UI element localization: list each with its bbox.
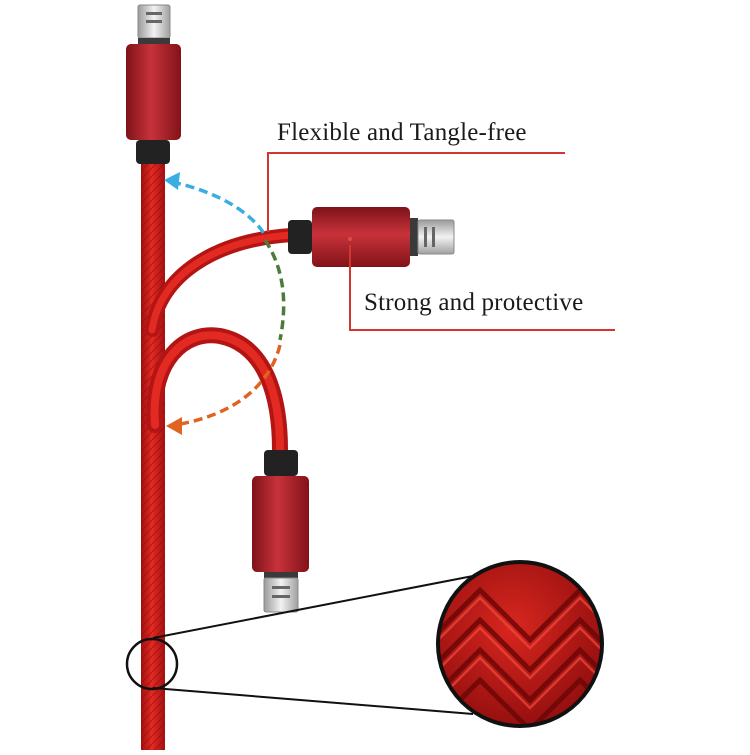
bend-arrow-blue (164, 172, 267, 236)
micro-usb-plug-right (288, 207, 455, 267)
callout-label-flexible: Flexible and Tangle-free (277, 119, 527, 146)
branch-cable-upper (145, 228, 299, 337)
bend-arrow-orange (166, 344, 282, 435)
callout-label-strong: Strong and protective (364, 289, 584, 316)
callout-line-strong (349, 245, 615, 331)
micro-usb-plug-bottom (252, 450, 309, 613)
bend-arrow-green (263, 239, 286, 341)
magnifier-circle (125, 560, 604, 728)
callout-line-flexible (267, 152, 565, 232)
micro-usb-plug-top (126, 4, 181, 164)
branch-cable-lower (146, 327, 288, 458)
main-cable (141, 160, 165, 755)
